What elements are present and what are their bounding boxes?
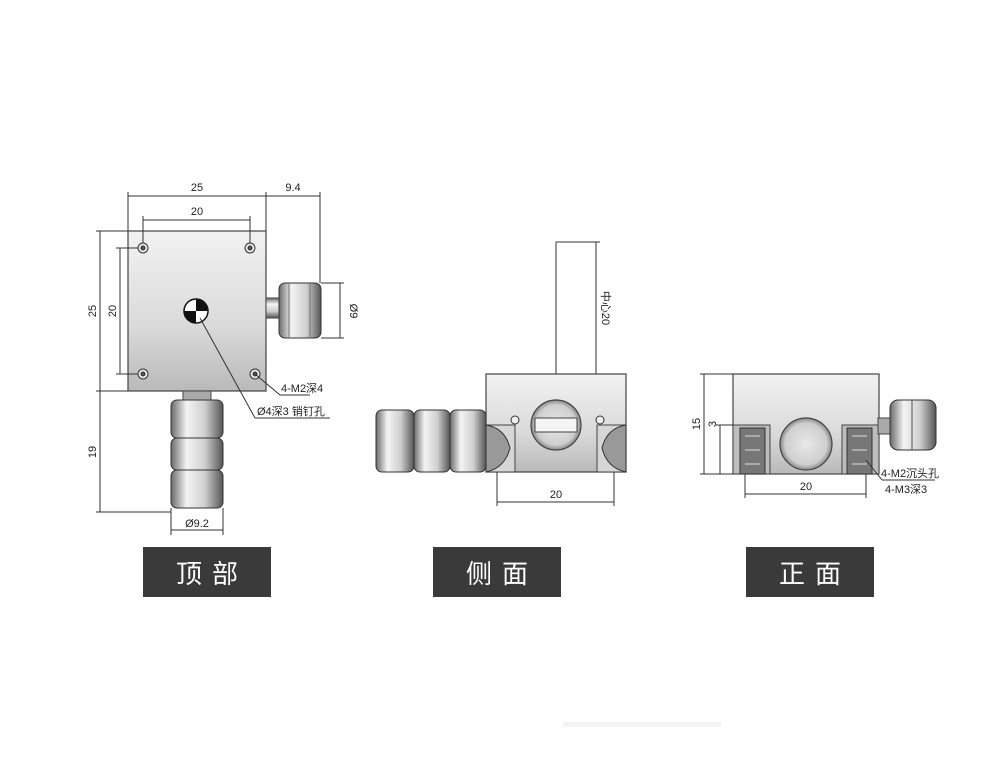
top-view: 25 20 9.4 25 20 Ø9 19 Ø9.2 4-M2深4 Ø4深3 销… (87, 182, 359, 535)
dim-top-knob-dia: Ø9 (347, 304, 359, 319)
callout-counterbore: 4-M2沉头孔 (881, 467, 939, 480)
front-knob (889, 399, 937, 451)
label-side-view: 侧面 (433, 547, 561, 597)
dim-top-stem-len: 19 (87, 446, 99, 458)
side-bore-icon (530, 399, 582, 451)
label-top-view: 顶部 (143, 547, 271, 597)
stem-cylinder (170, 399, 224, 509)
footer-divider (563, 722, 721, 727)
counterbore-right-icon (841, 424, 880, 475)
dim-top-height-outer: 25 (87, 305, 99, 317)
side-knob-cylinders (375, 409, 487, 473)
dim-side-width: 20 (550, 489, 562, 501)
dim-side-center: 中心20 (599, 291, 612, 325)
callout-thread: 4-M3深3 (885, 483, 927, 496)
dim-front-height: 15 (691, 418, 703, 430)
callout-screw: 4-M2深4 (281, 382, 323, 395)
front-view: 15 3 20 4-M2沉头孔 4-M3深3 (691, 373, 939, 498)
dim-top-knob-offset: 9.4 (285, 182, 300, 194)
center-target-icon (183, 298, 209, 324)
dim-top-width-outer: 25 (191, 182, 203, 194)
dim-front-depth: 3 (707, 421, 719, 427)
label-front-view: 正面 (746, 547, 874, 597)
dim-front-width: 20 (800, 481, 812, 493)
dim-top-stem-dia: Ø9.2 (185, 518, 209, 530)
side-view: 中心20 20 (375, 241, 627, 506)
side-knob (278, 282, 322, 339)
dim-top-width-inner: 20 (191, 206, 203, 218)
counterbore-left-icon (732, 424, 771, 475)
callout-pin: Ø4深3 销钉孔 (257, 404, 325, 418)
dim-top-height-inner: 20 (107, 305, 119, 317)
screw-hole-icon (137, 242, 261, 380)
front-bore-icon (779, 417, 833, 471)
